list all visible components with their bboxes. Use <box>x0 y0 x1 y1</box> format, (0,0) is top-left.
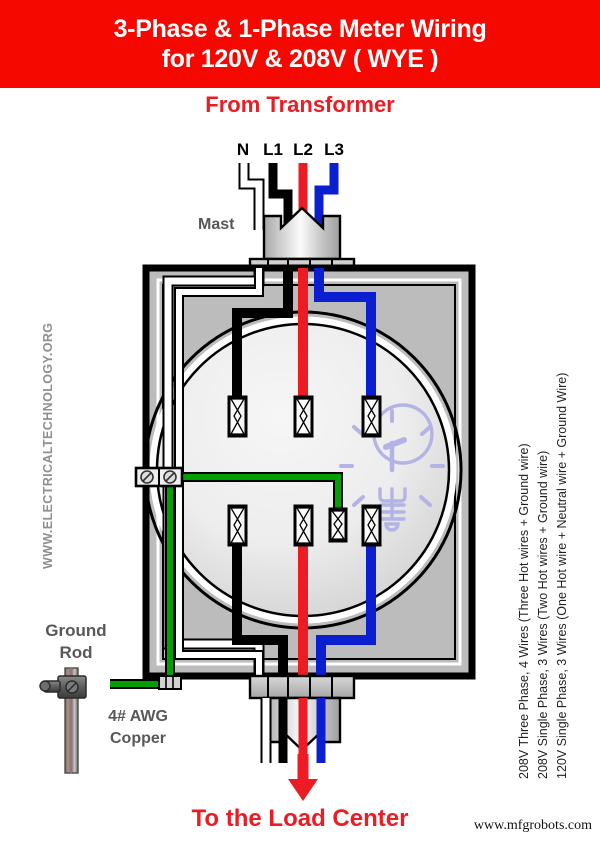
page-title-line1: 3-Phase & 1-Phase Meter Wiring <box>113 15 487 43</box>
credit-watermark: www.mfgrobots.com <box>473 818 592 833</box>
wire-l1-top-run <box>232 268 293 398</box>
to-load-center-arrow-icon <box>288 754 318 801</box>
ground-rod-label-line2: Rod <box>59 643 93 662</box>
supply-label-l3: L3 <box>324 140 344 159</box>
meter-jaw <box>361 395 382 438</box>
ground-conductor-line1: 4# AWG <box>108 708 168 725</box>
ground-rod-label-line1: Ground <box>45 621 107 640</box>
wire-l3-top-run <box>314 268 376 398</box>
ground-rod-clamp <box>39 675 87 699</box>
mast-flange-bottom <box>248 674 356 700</box>
supply-label-l1: L1 <box>263 140 283 159</box>
meter-jaw-neutral <box>328 507 348 543</box>
supply-wire-l3 <box>314 163 339 232</box>
meter-jaw <box>293 395 314 438</box>
mast-hub-top <box>262 206 342 261</box>
page-title-line2: for 120V & 208V ( WYE ) <box>161 45 439 73</box>
supply-wire-neutral <box>238 163 265 230</box>
light-bulb-icon <box>339 403 445 532</box>
meter-jaw <box>293 504 314 547</box>
from-transformer-label: From Transformer <box>205 92 395 117</box>
title-banner: 3-Phase & 1-Phase Meter Wiring for 120V … <box>0 0 600 88</box>
terminal-screw-left <box>140 470 154 484</box>
to-load-center-label: To the Load Center <box>191 805 409 832</box>
side-note-3: 120V Single Phase, 3 Wires (One Hot wire… <box>555 372 569 779</box>
supply-label-l2: L2 <box>293 140 313 159</box>
supply-label-n: N <box>236 140 250 159</box>
wire-load-black <box>232 541 288 676</box>
site-watermark: WWW.ELECTRICALTECHNOLOGY.ORG <box>41 322 55 569</box>
meter-jaw <box>361 504 382 547</box>
meter-jaw <box>227 395 248 438</box>
meter-jaws-line-side <box>227 395 382 438</box>
neutral-ground-bar <box>134 466 184 488</box>
side-note-2: 208V Single Phase, 3 Wires (Two Hot wire… <box>536 450 550 779</box>
meter-jaws-load-side <box>227 504 382 547</box>
ground-bushing-bottom <box>158 675 182 690</box>
ground-conductor-line2: Copper <box>110 730 166 747</box>
mast-label: Mast <box>198 216 235 233</box>
side-note-1: 208V Three Phase, 4 Wires (Three Hot wir… <box>517 443 531 779</box>
ground-conductor-label: 4# AWG Copper <box>86 706 190 750</box>
supply-wire-l1 <box>268 163 293 232</box>
terminal-screw-right <box>163 470 177 484</box>
ground-rod-label: Ground Rod <box>28 620 124 664</box>
meter-jaw <box>227 504 248 547</box>
wire-load-blue <box>316 541 376 676</box>
